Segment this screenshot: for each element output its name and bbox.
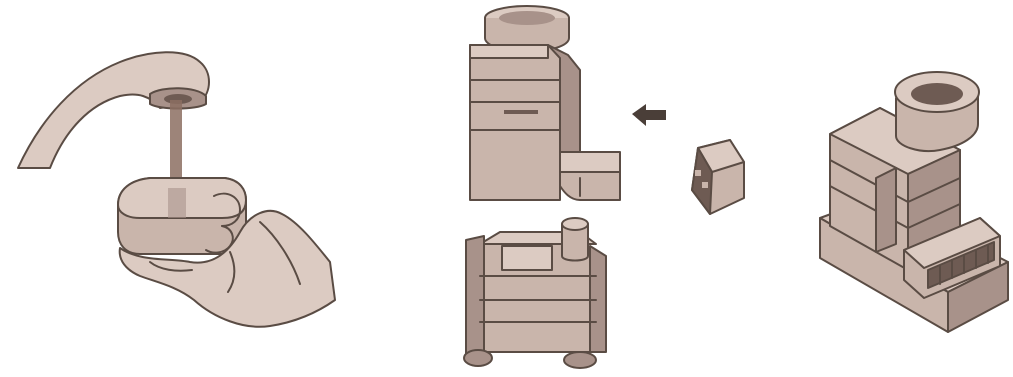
filter-sponge	[118, 178, 246, 254]
assembled-pump-panel	[800, 0, 1013, 377]
insert-arrow	[632, 104, 666, 126]
assembled-pump-icon	[800, 0, 1013, 377]
pump-assembly-icon	[440, 0, 770, 377]
impeller-cube	[692, 140, 744, 214]
faucet-rinse-icon	[0, 0, 340, 377]
pump-base	[464, 218, 606, 368]
assembly-panel	[440, 0, 770, 377]
rinse-filter-panel	[0, 0, 340, 377]
assembled-cap	[895, 72, 979, 151]
upper-housing	[470, 45, 620, 200]
